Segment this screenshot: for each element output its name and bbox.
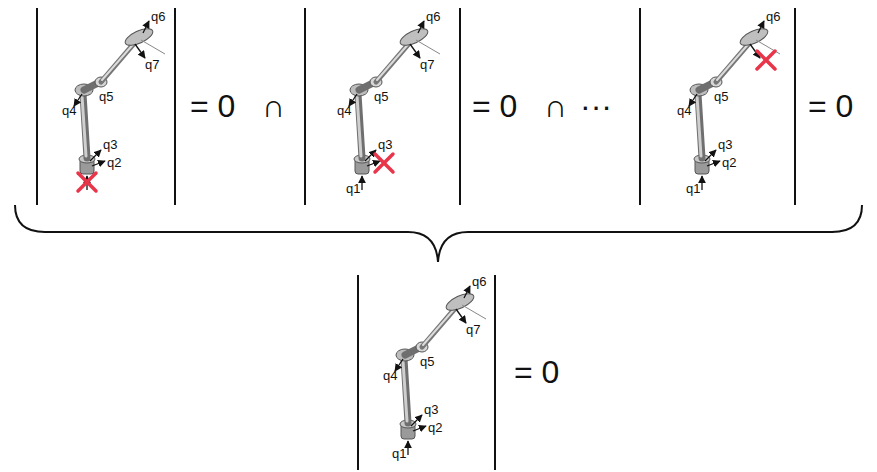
equation-text: = 0 xyxy=(514,356,559,388)
joint-label: q3 xyxy=(424,403,438,416)
equation-text: ∩ xyxy=(262,90,285,122)
joint-label: q6 xyxy=(766,10,780,23)
joint-label: q5 xyxy=(374,90,388,103)
joint-label: q5 xyxy=(99,90,113,103)
joint-label: q6 xyxy=(426,10,440,23)
joint-label: q1 xyxy=(686,182,700,195)
joint-label: q3 xyxy=(378,138,392,151)
robot-arm xyxy=(689,21,780,190)
joint-label: q6 xyxy=(151,10,165,23)
joint-label: q7 xyxy=(145,58,159,71)
joint-label: q1 xyxy=(392,447,406,460)
joint-label: q5 xyxy=(714,90,728,103)
joint-label: q3 xyxy=(718,138,732,151)
joint-label: q7 xyxy=(420,58,434,71)
equation-text: = 0 xyxy=(808,90,853,122)
robot-arm xyxy=(395,286,486,455)
equation-text: ∩ xyxy=(544,90,567,122)
joint-label: q2 xyxy=(107,156,121,169)
removed-joint-mark xyxy=(757,51,775,69)
joint-label: q5 xyxy=(420,355,434,368)
robot-arm xyxy=(74,21,165,190)
removed-joint-mark xyxy=(78,173,96,191)
equation-text: = 0 xyxy=(190,90,235,122)
removed-joint-mark xyxy=(375,154,393,172)
equation-text: = 0 xyxy=(472,90,517,122)
joint-label: q7 xyxy=(466,323,480,336)
equation-text: ··· xyxy=(580,90,612,122)
joint-label: q1 xyxy=(346,182,360,195)
joint-label: q2 xyxy=(428,421,442,434)
joint-label: q4 xyxy=(62,104,76,117)
joint-label: q6 xyxy=(472,275,486,288)
joint-label: q4 xyxy=(337,104,351,117)
determinant-bars xyxy=(37,8,795,470)
joint-label: q2 xyxy=(722,156,736,169)
curly-brace xyxy=(15,205,862,262)
robot-arm xyxy=(349,21,440,190)
joint-label: q4 xyxy=(677,104,691,117)
joint-label: q4 xyxy=(383,369,397,382)
joint-label: q3 xyxy=(103,138,117,151)
